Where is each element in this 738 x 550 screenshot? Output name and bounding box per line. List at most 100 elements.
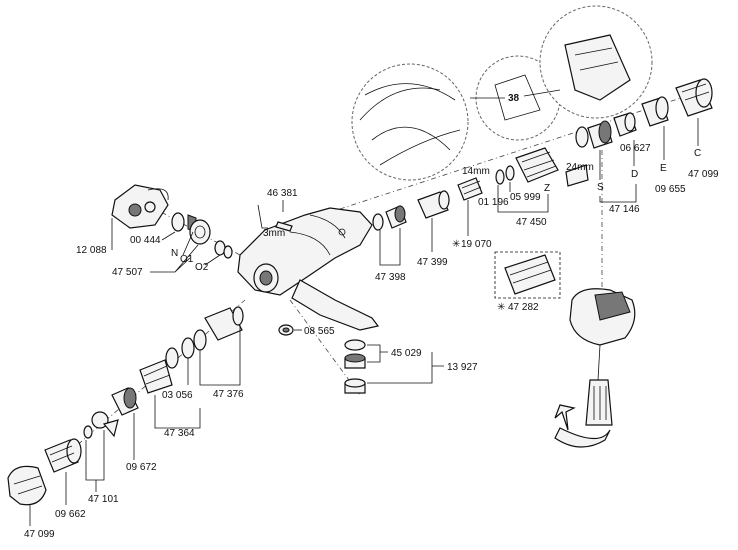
label-14mm: 14mm — [462, 166, 490, 177]
label-06627: 06 627 — [620, 143, 651, 154]
detail-magnifier-group: 38 — [351, 5, 653, 181]
part-spanner-24 — [565, 164, 589, 187]
part-47376-spindle-end — [232, 306, 244, 326]
left-top-group: 12 088 00 444 47 507 N O1 O2 — [76, 184, 233, 278]
label-n: N — [171, 248, 178, 259]
part-47364-cartridge-lines — [143, 365, 171, 385]
leader-00444 — [161, 231, 176, 241]
hex-key-shape — [257, 204, 268, 229]
part-09672-end — [123, 387, 137, 409]
label-47282: 47 282 — [508, 302, 539, 313]
leader-47450 — [497, 185, 549, 213]
label-47376: 47 376 — [213, 389, 244, 400]
box-47282 — [494, 251, 561, 299]
label-s: S — [597, 182, 604, 193]
leader-47507 — [150, 244, 199, 273]
part-oring-small — [372, 213, 384, 231]
part-s-nut-end — [598, 120, 612, 144]
label-3mm: 3mm — [263, 228, 285, 239]
part-47282-shape — [504, 254, 556, 295]
parts-47101-group: 47 101 — [83, 411, 119, 505]
thermo-cartridge-group: 24mm 01 196 05 999 Z 47 450 — [478, 147, 594, 228]
rotate-arrow-icon — [554, 404, 576, 431]
part-47101-lever — [102, 419, 119, 438]
nut-09672-group: 09 672 — [111, 387, 157, 473]
label-09672: 09 672 — [126, 462, 157, 473]
leader-47398 — [379, 228, 401, 266]
label-z: Z — [544, 183, 550, 194]
label-47399: 47 399 — [417, 257, 448, 268]
part-08565-plug-inner — [282, 327, 290, 333]
label-c: C — [694, 148, 701, 159]
detail-key-shape — [494, 74, 541, 121]
tool-handle — [585, 379, 613, 426]
part-o1-washer — [189, 219, 211, 245]
label-01196: 01 196 — [478, 197, 509, 208]
detail-ring-lines-2 — [359, 87, 461, 166]
label-47364: 47 364 — [164, 428, 195, 439]
label-46381: 46 381 — [267, 188, 298, 199]
part-d-nut-end — [624, 112, 636, 132]
label-45029: 45 029 — [391, 348, 422, 359]
rotate-arrow-top — [147, 188, 169, 201]
label-d: D — [631, 169, 638, 180]
knob-47099-bottom-group: 47 099 — [7, 465, 55, 540]
part-00444-ring — [171, 212, 185, 232]
label-47099-bottom: 47 099 — [24, 529, 55, 540]
label-19070-star: ✳ — [452, 239, 460, 250]
label-47507: 47 507 — [112, 267, 143, 278]
mixer-body — [237, 207, 380, 331]
part-19070-shape — [457, 177, 483, 201]
label-47146: 47 146 — [609, 204, 640, 215]
part-47399-end — [438, 190, 450, 210]
label-08565: 08 565 — [304, 326, 335, 337]
label-19070: 19 070 — [461, 239, 492, 250]
part-47282-lines — [509, 261, 552, 284]
tool-handle-grip — [593, 386, 607, 420]
label-12088: 12 088 — [76, 245, 107, 256]
leader-47364 — [154, 395, 201, 429]
right-top-group: 06 627 S D E 09 655 C 47 099 47 146 — [575, 78, 719, 215]
label-00444: 00 444 — [130, 235, 161, 246]
part-ring-b — [181, 337, 195, 359]
leader-o-labels — [182, 231, 221, 266]
part-47364-cartridge — [139, 359, 173, 394]
part-47101-screw — [83, 425, 93, 439]
detail-cap-lines — [574, 47, 619, 71]
body-left-port-inner — [259, 270, 273, 286]
cartridge-47282-group: ✳ 47 282 — [494, 251, 561, 313]
tool-base — [554, 427, 611, 448]
hex-key-group: 46 381 3mm — [257, 188, 298, 239]
part-ring-c — [165, 347, 179, 369]
part-o1-washer-inner — [194, 225, 206, 239]
tool-insert — [594, 291, 631, 321]
label-24mm: 24mm — [566, 162, 594, 173]
leader-13927 — [367, 352, 444, 384]
valve-19070-group: 14mm ✳ 19 070 — [452, 166, 492, 250]
label-13927: 13 927 — [447, 362, 478, 373]
part-01196-ring — [495, 169, 505, 185]
label-09655: 09 655 — [655, 184, 686, 195]
tool-illustration-group — [554, 288, 636, 448]
label-e: E — [660, 163, 667, 174]
axis-outlet — [289, 299, 361, 396]
part-oring-s — [575, 126, 589, 148]
body-screw-hole — [338, 228, 346, 236]
label-47282-star: ✳ — [497, 302, 505, 313]
label-03056: 03 056 — [162, 390, 193, 401]
part-19070-thread — [461, 180, 482, 195]
part-z-cartridge-lines — [521, 151, 557, 178]
detail-cap-shape — [564, 34, 631, 101]
ring-09662-group: 09 662 — [44, 438, 86, 520]
label-38: 38 — [508, 93, 520, 104]
detail-circle-left — [351, 63, 469, 181]
label-o2: O2 — [195, 262, 209, 273]
label-47450: 47 450 — [516, 217, 547, 228]
leader-47376 — [187, 325, 241, 386]
label-47099-top: 47 099 — [688, 169, 719, 180]
leader-47101 — [85, 430, 105, 492]
label-47398: 47 398 — [375, 272, 406, 283]
label-05999: 05 999 — [510, 192, 541, 203]
label-o1: O1 — [180, 254, 194, 265]
